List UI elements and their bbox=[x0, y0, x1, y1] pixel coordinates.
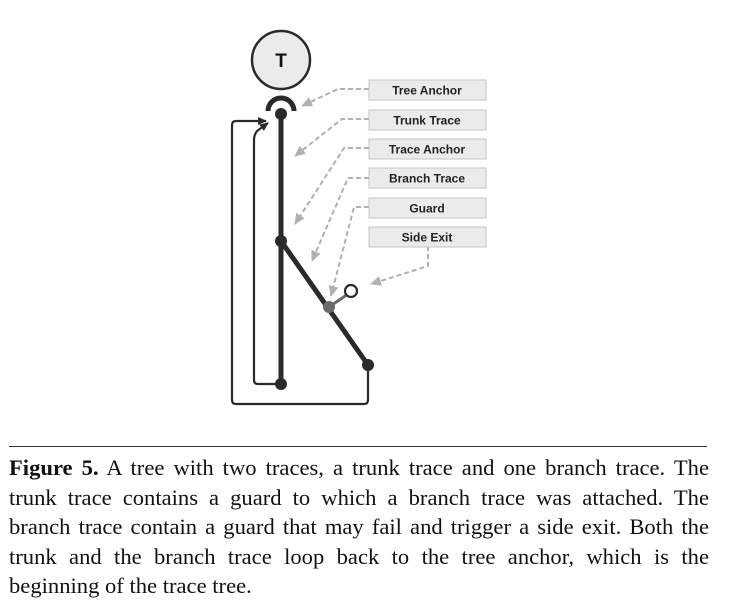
caption-divider bbox=[9, 446, 707, 447]
side-exit-callout-arrow bbox=[370, 246, 429, 286]
label-branch-trace-text: Branch Trace bbox=[389, 172, 465, 186]
label-trunk-trace-text: Trunk Trace bbox=[393, 114, 461, 128]
branch-trace-line bbox=[278, 239, 371, 367]
trunk-trace-callout-arrow bbox=[294, 118, 369, 157]
label-guard-text: Guard bbox=[409, 202, 444, 216]
trunk-end-node bbox=[275, 378, 287, 390]
label-side-exit: Side Exit bbox=[368, 226, 487, 248]
tree-root-node: T bbox=[250, 29, 312, 91]
caption-text: A tree with two traces, a trunk trace an… bbox=[9, 455, 709, 598]
figure-caption: Figure 5. A tree with two traces, a trun… bbox=[9, 453, 709, 601]
label-trunk-trace: Trunk Trace bbox=[368, 109, 487, 131]
side-exit-node bbox=[343, 283, 359, 299]
branch-loop-back-arrow bbox=[230, 117, 370, 406]
trunk-start-node bbox=[275, 108, 287, 120]
branch-end-node bbox=[362, 359, 374, 371]
guard-callout-arrow bbox=[328, 206, 369, 297]
label-trace-anchor: Trace Anchor bbox=[368, 138, 487, 160]
label-trace-anchor-text: Trace Anchor bbox=[389, 143, 466, 157]
label-guard: Guard bbox=[368, 197, 487, 219]
tree-root-label: T bbox=[275, 51, 287, 72]
trace-tree-diagram: T Tree Anchor Trunk Trace Trace Anchor bbox=[230, 29, 487, 406]
caption-label: Figure 5. bbox=[9, 455, 99, 480]
guard-node bbox=[323, 301, 335, 313]
trace-anchor-node bbox=[275, 235, 287, 247]
branch-trace-callout-arrow bbox=[311, 177, 369, 262]
trunk-loop-back-arrow bbox=[252, 122, 281, 386]
tree-anchor-callout-arrow bbox=[301, 88, 369, 107]
tree-anchor-cup bbox=[265, 95, 297, 112]
label-tree-anchor: Tree Anchor bbox=[368, 79, 487, 101]
label-side-exit-text: Side Exit bbox=[402, 231, 453, 245]
label-branch-trace: Branch Trace bbox=[368, 167, 487, 189]
label-tree-anchor-text: Tree Anchor bbox=[392, 84, 462, 98]
trace-anchor-callout-arrow bbox=[294, 147, 369, 225]
